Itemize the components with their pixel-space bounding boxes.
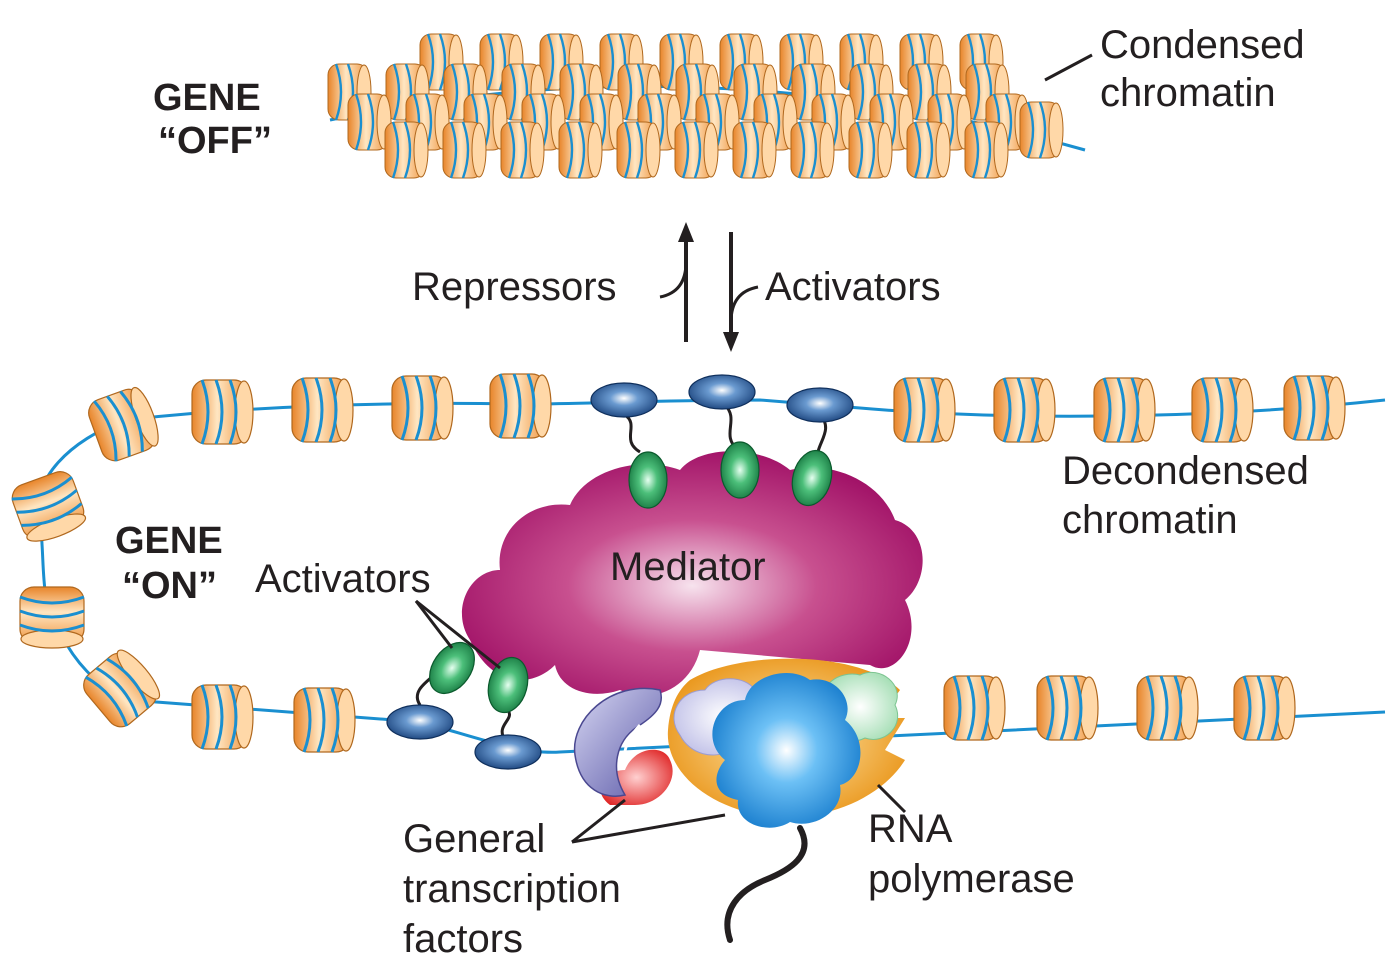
gtf-label-line1: General xyxy=(403,817,545,861)
repressors-label: Repressors xyxy=(412,265,617,309)
condensed-nucleosome xyxy=(1018,100,1065,160)
condensed-nucleosome xyxy=(441,120,488,180)
nucleosome xyxy=(488,372,553,440)
gtf-label-line3: factors xyxy=(403,917,523,961)
nucleosome xyxy=(292,686,357,754)
condensed-nucleosome xyxy=(963,120,1010,180)
gene-on-label-line1: GENE xyxy=(115,520,223,562)
rna-polymerase-label-line2: polymerase xyxy=(868,857,1075,901)
activator-blue-1 xyxy=(590,382,658,418)
nucleosome xyxy=(1282,374,1347,442)
general-transcription-factors xyxy=(573,687,673,805)
rna-polymerase-pointer xyxy=(876,783,907,814)
nucleosome xyxy=(190,378,255,446)
condensed-nucleosome xyxy=(789,120,836,180)
mediator-label: Mediator xyxy=(610,545,766,589)
gene-on-label-line2: “ON” xyxy=(122,565,217,607)
condensed-nucleosome xyxy=(383,120,430,180)
repressors-arrow xyxy=(659,222,694,342)
gtf-pointer xyxy=(571,798,726,844)
activator-blue-3 xyxy=(786,387,854,423)
nucleosome xyxy=(1232,674,1297,742)
activator-blue-2 xyxy=(688,374,756,410)
activators-left-pointer xyxy=(414,599,501,670)
condensed-nucleosome xyxy=(557,120,604,180)
nucleosome xyxy=(1035,674,1100,742)
nucleosome xyxy=(1092,376,1157,444)
decondensed-chromatin-label-line1: Decondensed xyxy=(1062,449,1309,493)
condensed-chromatin-label-line1: Condensed xyxy=(1100,23,1305,67)
condensed-chromatin-leader-line xyxy=(1044,53,1093,82)
condensed-chromatin-label-line2: chromatin xyxy=(1100,71,1276,115)
nucleosome xyxy=(290,376,355,444)
condensed-nucleosome xyxy=(673,120,720,180)
activators-left-label: Activators xyxy=(255,557,431,601)
condensed-nucleosome xyxy=(615,120,662,180)
nucleosome xyxy=(190,683,255,751)
activators-top-label: Activators xyxy=(765,265,941,309)
activator-green-1 xyxy=(628,451,668,509)
nucleosome xyxy=(942,674,1007,742)
condensed-nucleosome xyxy=(905,120,952,180)
nucleosome xyxy=(892,376,957,444)
nucleosome xyxy=(1190,376,1255,444)
gtf-label-line2: transcription xyxy=(403,867,621,911)
activators-lower xyxy=(386,633,542,770)
nucleosome xyxy=(76,642,168,735)
rna-polymerase-label-line1: RNA xyxy=(868,807,953,851)
condensed-nucleosome xyxy=(499,120,546,180)
nucleosome xyxy=(992,376,1057,444)
activators-arrow xyxy=(723,232,759,352)
activators-upper xyxy=(590,374,854,511)
nucleosome xyxy=(83,382,166,467)
decondensed-chromatin-label-line2: chromatin xyxy=(1062,498,1238,542)
rna-polymerase xyxy=(667,658,905,943)
nucleosome xyxy=(390,374,455,442)
activator-blue-5 xyxy=(474,734,542,770)
condensed-nucleosome xyxy=(731,120,778,180)
condensed-nucleosome xyxy=(847,120,894,180)
activator-blue-4 xyxy=(386,704,454,740)
gene-off-label-line2: “OFF” xyxy=(158,120,272,162)
nucleosome xyxy=(18,585,86,650)
mediator-complex xyxy=(461,451,923,696)
nucleosome xyxy=(1135,674,1200,742)
activator-green-2 xyxy=(720,441,760,499)
condensed-chromatin-fiber xyxy=(326,32,1086,180)
nucleosome xyxy=(6,466,91,549)
gene-off-label-line1: GENE xyxy=(153,77,261,119)
